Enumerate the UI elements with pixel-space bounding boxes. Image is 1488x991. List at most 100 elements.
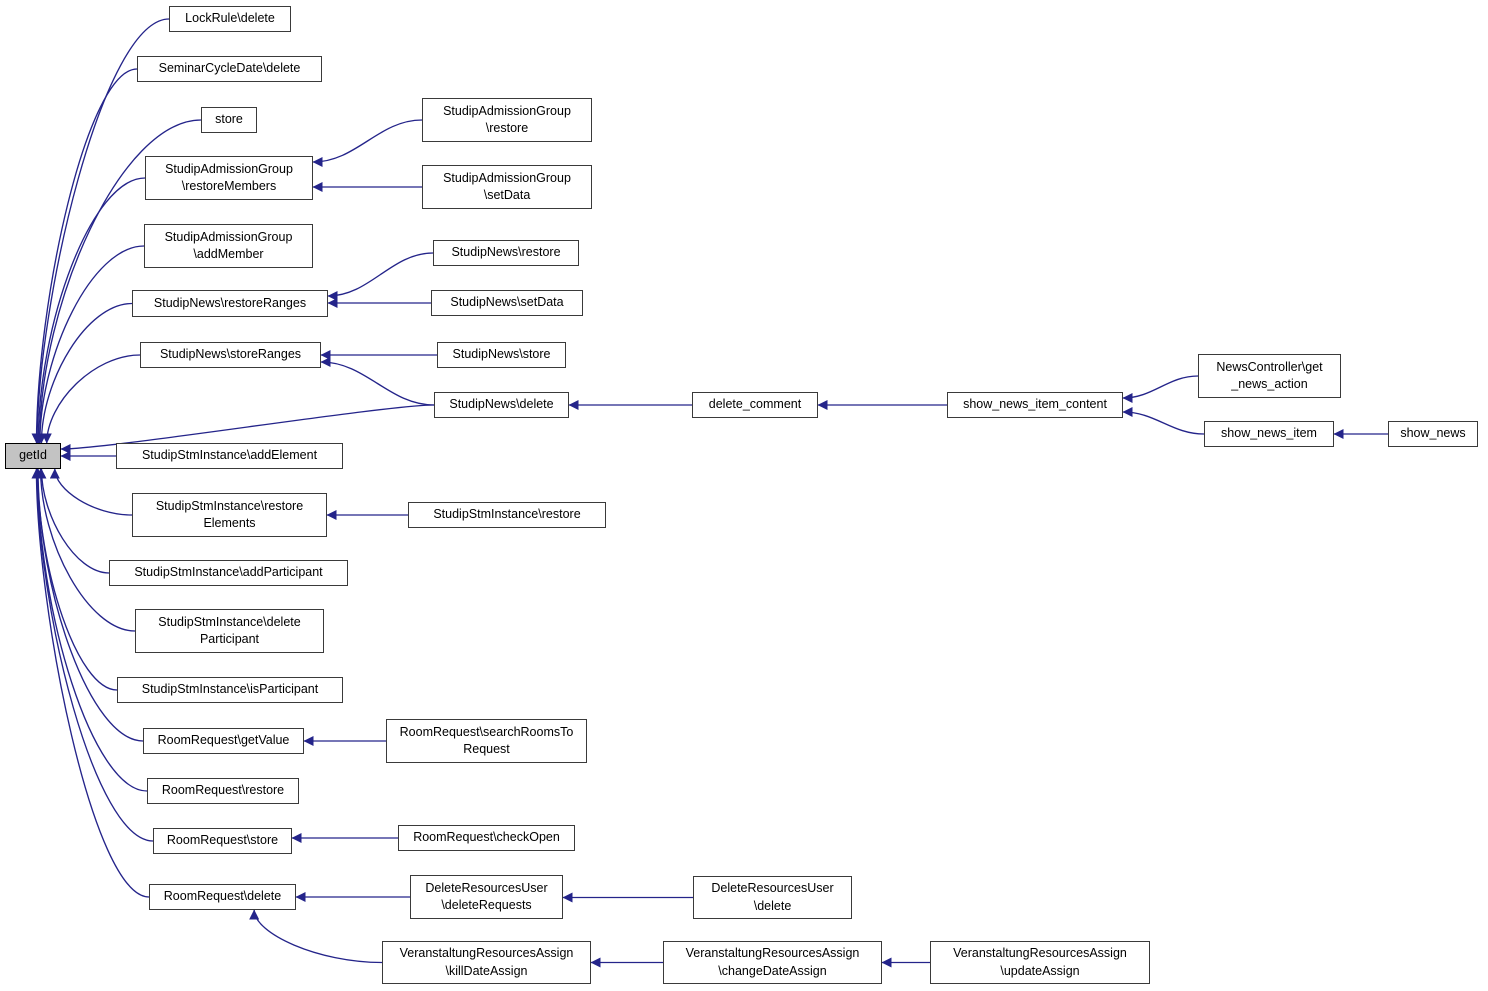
node-label: StudipAdmissionGroup — [443, 103, 571, 118]
node-label: RoomRequest\checkOpen — [413, 830, 560, 845]
node-label: RoomRequest\searchRoomsTo — [399, 724, 574, 739]
call-edge-news_storeranges-to-getid — [41, 354, 141, 444]
call-edge-rr_getvalue-to-getid — [33, 468, 144, 742]
node-label: RoomRequest\delete — [163, 889, 282, 904]
node-label: show_news_item — [1221, 426, 1317, 441]
graph-node-news_delete[interactable]: StudipNews\delete — [434, 392, 569, 418]
graph-node-sag_addmember[interactable]: StudipAdmissionGroup \addMember — [144, 224, 313, 268]
graph-node-sag_setdata[interactable]: StudipAdmissionGroup \setData — [422, 165, 592, 209]
node-label: \delete — [753, 898, 792, 913]
call-edge-show_news_item-to-show_news_item_content — [1122, 407, 1205, 435]
node-label: LockRule\delete — [185, 11, 275, 26]
node-label: StudipStmInstance\restore — [155, 498, 304, 513]
graph-node-rr_getvalue[interactable]: RoomRequest\getValue — [143, 728, 304, 754]
graph-node-rr_store[interactable]: RoomRequest\store — [153, 828, 292, 854]
graph-node-newscontroller_get_news_action[interactable]: NewsController\get _news_action — [1198, 354, 1341, 398]
node-label: \deleteRequests — [441, 898, 532, 912]
graph-node-lockrule_delete[interactable]: LockRule\delete — [169, 6, 291, 32]
graph-node-news_restore[interactable]: StudipNews\restore — [433, 240, 579, 266]
call-edge-stm_isparticipant-to-getid — [32, 468, 118, 691]
graph-node-vra_updateassign[interactable]: VeranstaltungResourcesAssign \updateAssig… — [930, 941, 1150, 984]
node-label: RoomRequest\getValue — [157, 733, 290, 748]
call-edge-stm_deleteparticipant-to-getid — [35, 468, 136, 632]
graph-node-store[interactable]: store — [201, 107, 257, 133]
graph-node-getid: getId — [5, 443, 61, 469]
node-label: \setData — [483, 188, 531, 202]
call-edge-rr_store-to-getid — [32, 468, 154, 842]
node-label: StudipNews\delete — [449, 397, 554, 412]
node-label: StudipNews\restoreRanges — [153, 295, 307, 310]
node-label: StudipStmInstance\delete — [158, 614, 301, 629]
node-label: getId — [19, 448, 47, 463]
graph-node-show_news[interactable]: show_news — [1388, 421, 1478, 447]
node-label: Request — [463, 742, 510, 756]
call-edge-stm_restoreelements-to-getid — [49, 468, 133, 516]
call-edge-sag_restore-to-sag_restoremembers — [312, 119, 423, 167]
graph-node-vra_changedateassign[interactable]: VeranstaltungResourcesAssign\changeDateA… — [663, 941, 882, 984]
graph-node-show_news_item_content[interactable]: show_news_item_content — [947, 392, 1123, 418]
call-edge-news_delete-to-getid — [60, 404, 435, 454]
call-edge-newscontroller_get_news_action-to-show_news_item_content — [1122, 375, 1199, 403]
graph-node-vra_killdateassign[interactable]: VeranstaltungResourcesAssign \killDateAss… — [382, 941, 591, 984]
node-label: DeleteResourcesUser — [425, 880, 548, 895]
graph-node-news_store[interactable]: StudipNews\store — [437, 342, 566, 368]
node-label: VeranstaltungResourcesAssign — [953, 946, 1127, 960]
call-edge-news_restore-to-news_restoreranges — [327, 252, 434, 301]
graph-node-rr_restore[interactable]: RoomRequest\restore — [147, 778, 299, 804]
node-label: VeranstaltungResourcesAssign — [399, 946, 574, 960]
node-label: \updateAssign — [1000, 963, 1080, 978]
graph-node-show_news_item[interactable]: show_news_item — [1204, 421, 1334, 447]
node-label: StudipAdmissionGroup — [443, 170, 571, 185]
graph-node-rr_delete[interactable]: RoomRequest\delete — [149, 884, 296, 910]
node-label: RoomRequest\store — [166, 833, 279, 848]
call-edge-lockrule_delete-to-getid — [32, 18, 170, 444]
call-edge-sag_addmember-to-getid — [34, 245, 145, 444]
node-label: SeminarCycleDate\delete — [158, 61, 301, 76]
node-label: StudipStmInstance\addElement — [141, 448, 318, 463]
graph-node-stm_isparticipant[interactable]: StudipStmInstance\isParticipant — [117, 677, 343, 703]
graph-node-dru_delete[interactable]: DeleteResourcesUser \delete — [693, 876, 852, 919]
graph-node-seminarcycledate_delete[interactable]: SeminarCycleDate\delete — [137, 56, 322, 82]
graph-node-news_setdata[interactable]: StudipNews\setData — [431, 290, 583, 316]
node-label: \restore — [485, 121, 529, 135]
node-label: StudipAdmissionGroup — [165, 161, 293, 176]
call-edge-vra_killdateassign-to-rr_delete — [249, 909, 383, 964]
graph-node-rr_checkopen[interactable]: RoomRequest\checkOpen — [398, 825, 575, 851]
node-label: RoomRequest\restore — [161, 783, 285, 798]
graph-node-news_restoreranges[interactable]: StudipNews\restoreRanges — [132, 290, 328, 317]
graph-node-news_storeranges[interactable]: StudipNews\storeRanges — [140, 342, 321, 368]
node-label: Participant — [199, 632, 260, 646]
graph-node-dru_deleterequests[interactable]: DeleteResourcesUser \deleteRequests — [410, 875, 563, 919]
node-label: DeleteResourcesUser — [711, 881, 834, 895]
node-label: show_news_item_content — [963, 397, 1107, 412]
node-label: StudipNews\setData — [450, 295, 564, 310]
graph-node-stm_restore[interactable]: StudipStmInstance\restore — [408, 502, 606, 528]
call-edge-sag_restoremembers-to-getid — [33, 177, 146, 444]
graph-node-sag_restoremembers[interactable]: StudipAdmissionGroup \restoreMembers — [145, 156, 313, 200]
node-label: StudipAdmissionGroup — [164, 229, 293, 244]
node-label: \killDateAssign — [445, 963, 528, 978]
node-label: \restoreMembers — [181, 179, 277, 193]
graph-node-stm_addparticipant[interactable]: StudipStmInstance\addParticipant — [109, 560, 348, 586]
node-label: store — [215, 112, 243, 127]
node-label: show_news — [1400, 426, 1466, 441]
graph-node-stm_addelement[interactable]: StudipStmInstance\addElement — [116, 443, 343, 469]
call-edge-news_delete-to-news_storeranges — [320, 357, 435, 406]
call-edge-news_restoreranges-to-getid — [36, 302, 133, 444]
node-label: _news_action — [1231, 377, 1308, 391]
node-label: \addMember — [193, 247, 264, 261]
call-edge-stm_addparticipant-to-getid — [36, 468, 110, 574]
node-label: StudipStmInstance\isParticipant — [141, 682, 319, 697]
node-label: \changeDateAssign — [718, 963, 827, 978]
node-label: Elements — [203, 516, 256, 530]
call-edge-rr_delete-to-getid — [31, 468, 150, 898]
graph-node-delete_comment[interactable]: delete_comment — [692, 392, 818, 418]
node-label: NewsController\get — [1216, 359, 1323, 374]
node-label: StudipStmInstance\restore — [433, 507, 581, 522]
graph-node-sag_restore[interactable]: StudipAdmissionGroup \restore — [422, 98, 592, 142]
